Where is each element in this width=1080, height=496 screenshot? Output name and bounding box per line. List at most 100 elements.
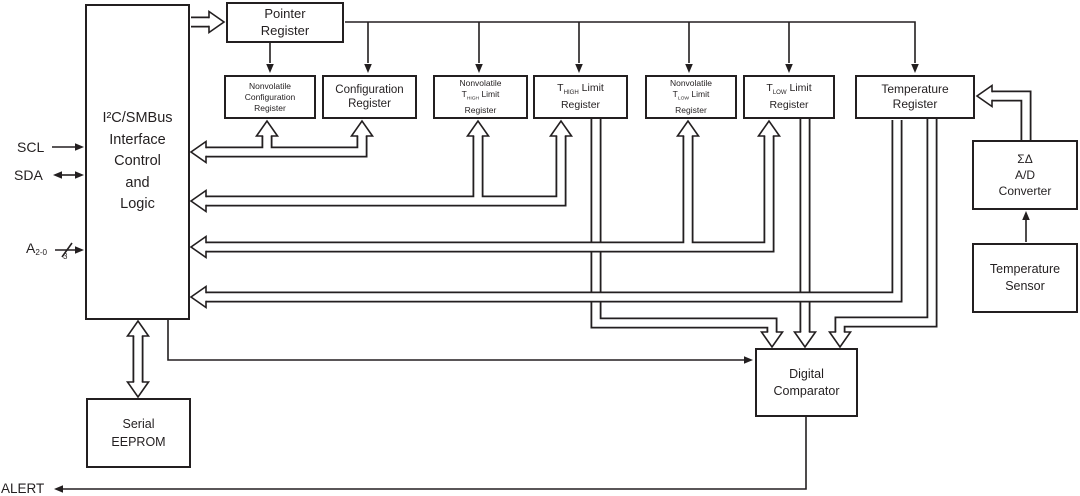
wire-pointer-distribution — [269, 21, 916, 63]
solid-arrowhead — [75, 171, 84, 179]
open-arrowhead — [254, 119, 280, 137]
subscript: HIGH — [466, 96, 480, 102]
bus-tlow-registers — [206, 136, 773, 251]
label-line: Pointer — [264, 6, 306, 21]
label-line: Nonvolatile — [459, 78, 502, 89]
label-line: Digital — [789, 366, 824, 381]
bus-thigh-registers — [206, 136, 565, 205]
open-arrowhead — [189, 188, 207, 214]
label-line: Register — [464, 104, 497, 115]
subscript: 2-0 — [35, 247, 48, 257]
label-line: Temperature — [881, 82, 949, 96]
open-arrowhead — [675, 119, 701, 137]
solid-arrowhead — [75, 143, 84, 151]
wire-comparator-to-alert — [63, 417, 807, 490]
pin-label-alert: ALERT — [1, 481, 45, 496]
wire-i2c-to-comparator — [167, 320, 745, 361]
solid-arrowhead — [911, 64, 919, 73]
label-line: Register — [260, 22, 310, 38]
label-line: Temperature — [989, 262, 1061, 276]
label-line: EEPROM — [111, 435, 166, 449]
open-arrowhead — [975, 83, 993, 109]
bus-adc-to-temp-register — [992, 90, 1032, 140]
address-bus-width-label: 3 — [63, 252, 68, 261]
open-arrowhead — [189, 284, 207, 310]
open-arrowhead — [759, 331, 785, 349]
label-line: THIGH Limit — [461, 89, 500, 102]
solid-arrowhead — [575, 64, 583, 73]
label-line: Nonvolatile — [248, 80, 292, 91]
subscript: HIGH — [563, 88, 579, 96]
label-line: Register — [769, 98, 809, 111]
label-line: Register — [892, 97, 938, 111]
label-line: Comparator — [773, 383, 840, 398]
subscript: LOW — [677, 96, 690, 102]
solid-arrowhead — [75, 246, 84, 254]
open-arrowhead — [827, 331, 853, 349]
label-line: Configuration — [335, 83, 404, 96]
solid-arrowhead — [744, 356, 753, 364]
label-line: I²C/SMBus — [102, 110, 173, 127]
solid-arrowhead — [785, 64, 793, 73]
label-line: Register — [560, 98, 601, 111]
bus-thigh-registers — [206, 136, 567, 207]
solid-arrowhead — [475, 64, 483, 73]
label-line: Logic — [120, 196, 155, 213]
solid-arrowhead — [364, 64, 372, 73]
open-arrowhead — [189, 139, 207, 165]
open-arrowhead — [125, 319, 151, 337]
bus-temp-register-read — [206, 120, 901, 301]
open-arrowhead — [125, 381, 151, 399]
label-line: Register — [348, 98, 391, 110]
open-arrowhead — [189, 234, 207, 260]
pin-label-scl: SCL — [17, 139, 45, 155]
bus-adc-to-temp-register — [992, 92, 1030, 140]
bus-config-registers — [206, 136, 366, 156]
label-line: Control — [114, 153, 161, 170]
pin-label-sda: SDA — [14, 167, 43, 183]
label-line: Register — [675, 104, 707, 115]
solid-arrowhead — [54, 485, 63, 493]
open-arrowhead — [756, 119, 782, 137]
label-line: Register — [254, 102, 286, 113]
label-line: Sensor — [1005, 279, 1045, 293]
label-line: and — [125, 174, 150, 191]
bus-thigh-to-comparator — [592, 119, 776, 332]
label-line: TLOW Limit — [766, 81, 812, 96]
pin-label-address-a2-0: A2-0 — [26, 240, 48, 257]
label-line: Converter — [998, 184, 1052, 198]
label-line: Nonvolatile — [669, 78, 713, 89]
label-line: ΣΔ — [1017, 152, 1033, 166]
open-arrowhead — [792, 331, 818, 349]
label-line: Interface — [109, 131, 166, 148]
open-arrowhead — [465, 119, 491, 137]
subscript: LOW — [772, 88, 787, 96]
solid-arrowhead — [266, 64, 274, 73]
solid-arrowhead — [1022, 211, 1030, 220]
solid-arrowhead — [53, 171, 62, 179]
wire-address-slash — [61, 242, 73, 258]
label-line: Serial — [122, 417, 155, 431]
open-arrowhead — [548, 119, 574, 137]
label-line: THIGH Limit — [557, 81, 604, 96]
open-arrowhead — [349, 119, 375, 137]
open-arrowhead — [208, 9, 226, 35]
label-line: Configuration — [244, 91, 296, 102]
bus-temp-register-to-comparator — [836, 119, 936, 332]
label-line: TLOW Limit — [672, 89, 710, 102]
